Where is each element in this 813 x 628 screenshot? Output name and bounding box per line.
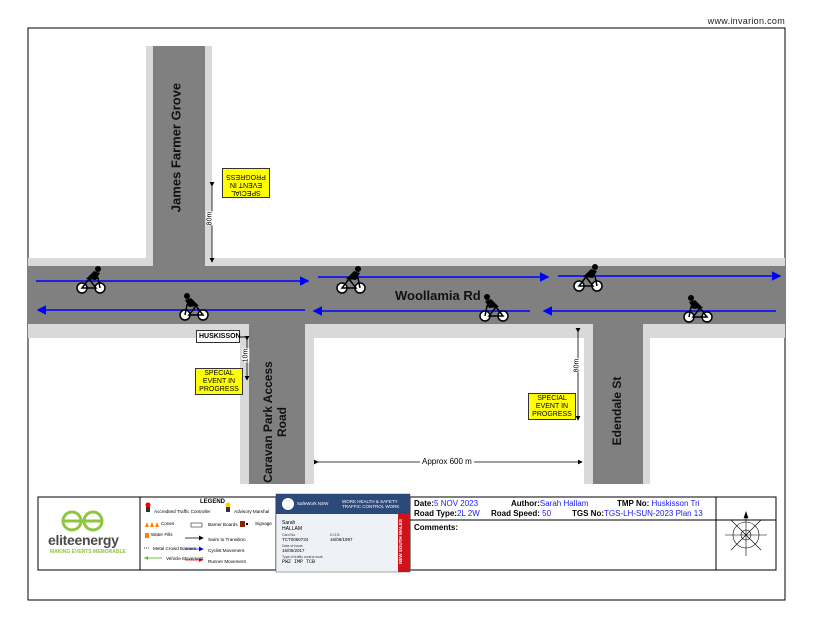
legend-item: Swim to Transition xyxy=(208,537,246,542)
dimension-label-80m-north: 80m xyxy=(206,211,214,226)
card-dob: 16/06/1997 xyxy=(330,537,353,542)
card-side-band: NEW SOUTH WALES xyxy=(397,519,403,564)
special-event-sign-left: SPECIAL EVENT IN PROGRESS xyxy=(195,368,243,395)
card-name-first: Sarah xyxy=(282,520,296,526)
tmp-value: Huskisson Tri xyxy=(651,499,700,508)
road-type-label: Road Type: xyxy=(414,509,457,518)
author-value: Sarah Hallam xyxy=(539,499,589,508)
special-event-sign-upside: SPECIAL EVENT IN PROGRESS xyxy=(222,168,270,198)
tmp-label: TMP No: xyxy=(617,499,650,508)
legend-icons xyxy=(144,502,248,562)
card-issue-label: Date of Issue xyxy=(282,544,303,548)
road-speed-label: Road Speed: xyxy=(491,509,540,518)
dimension-label-80m-south: 80m xyxy=(573,358,581,373)
road-edendale xyxy=(593,316,643,484)
legend-item: Water Fills xyxy=(151,532,173,537)
card-type: PWZ IMP TCB xyxy=(282,559,316,565)
date-value: 5 NOV 2023 xyxy=(434,499,479,508)
card-dob-label: D.O.B xyxy=(330,533,340,537)
card-type-label: Type of traffic control work xyxy=(282,555,323,559)
legend-title: LEGEND xyxy=(200,499,226,505)
road-label-edendale: Edendale St xyxy=(610,376,624,446)
tgs-label: TGS No: xyxy=(572,509,604,518)
author-label: Author: xyxy=(511,499,540,508)
tgs-value: TGS-LH-SUN-2023 Plan 13 xyxy=(604,509,703,518)
road-label-woollamia: Woollamia Rd xyxy=(395,288,481,303)
comments-label: Comments: xyxy=(414,523,459,532)
huskisson-direction-sign: HUSKISSON xyxy=(196,330,241,343)
legend-item: Vehicle Movement xyxy=(166,556,204,561)
road-type-value: 2L 2W xyxy=(456,509,480,518)
tgs-field: TGS No:TGS-LH-SUN-2023 Plan 13 xyxy=(572,509,703,518)
compass-icon xyxy=(725,511,767,556)
author-field: Author:Sarah Hallam xyxy=(511,499,588,508)
road-speed-field: Road Speed: 50 xyxy=(491,509,551,518)
date-label: Date: xyxy=(414,499,435,508)
legend-item: Cones xyxy=(161,521,175,526)
legend-item: Runner Movement xyxy=(208,559,246,564)
site-url: www.invarion.com xyxy=(707,16,785,26)
legend-item: Signage xyxy=(255,521,272,526)
road-label-james-farmer-grove: James Farmer Grove xyxy=(168,82,184,213)
cyclist-movement-arrows xyxy=(36,271,782,316)
card-header-right: WORK HEALTH & SAFETY TRAFFIC CONTROL WOR… xyxy=(342,499,400,509)
brand-logo-mark xyxy=(61,510,104,532)
dimension-label-10m: 10m xyxy=(242,348,250,363)
licence-card-graphic xyxy=(275,493,411,573)
road-speed-value: 50 xyxy=(542,509,552,518)
brand-tagline: MAKING EVENTS MEMORABLE xyxy=(50,549,126,555)
legend-item: Metal Crowd Barriers xyxy=(153,546,197,551)
date-field: Date:5 NOV 2023 xyxy=(414,499,478,508)
card-name-last: HALLAM xyxy=(282,526,303,532)
tmp-field: TMP No: Huskisson Tri xyxy=(617,499,700,508)
brand-name: eliteenergy xyxy=(48,532,119,548)
road-james-farmer-grove xyxy=(153,46,205,268)
legend-item: Cyclist Movement xyxy=(208,548,245,553)
road-caravan-park xyxy=(249,316,305,484)
card-issue: 16/05/2017 xyxy=(282,548,305,553)
legend-item: Advisory Marshal xyxy=(234,509,270,514)
road-type-field: Road Type:2L 2W xyxy=(414,509,480,518)
dimension-label-600m: Approx 600 m xyxy=(420,457,474,466)
card-no: TCT0060734 xyxy=(282,537,309,542)
card-no-label: Card No. xyxy=(282,533,297,537)
card-header-left: SafeWork NSW xyxy=(297,501,329,506)
legend-item: Accredited Traffic Controller xyxy=(154,509,211,514)
legend-item: Barrier Boards xyxy=(208,522,238,527)
road-label-caravan-park: Caravan Park Access Road xyxy=(261,361,289,483)
special-event-sign-right: SPECIAL EVENT IN PROGRESS xyxy=(528,393,576,420)
